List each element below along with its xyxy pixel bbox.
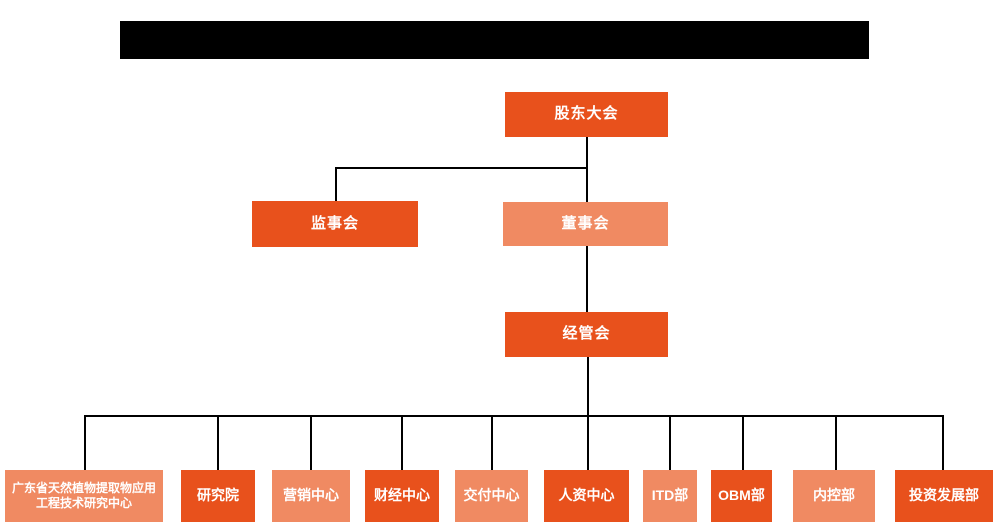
connector-drop-research-center (84, 415, 86, 470)
node-board-of-directors: 董事会 (503, 202, 668, 246)
dept-research-center: 广东省天然植物提取物应用工程技术研究中心 (5, 470, 163, 522)
connector-drop-itd (669, 415, 671, 470)
connector-drop-obm (742, 415, 744, 470)
connector-drop-marketing-center (310, 415, 312, 470)
connector-department-bus (84, 415, 944, 417)
dept-finance-center: 财经中心 (365, 470, 439, 522)
dept-research-institute: 研究院 (181, 470, 255, 522)
dept-itd: ITD部 (643, 470, 697, 522)
connector-drop-internal-control (835, 415, 837, 470)
connector-drop-investment-development (942, 415, 944, 470)
connector-board-management (586, 246, 588, 312)
node-supervisory-board: 监事会 (252, 201, 418, 247)
connector-drop-finance-center (401, 415, 403, 470)
dept-marketing-center: 营销中心 (272, 470, 350, 522)
connector-drop-research-institute (217, 415, 219, 470)
node-management-committee: 经管会 (505, 312, 668, 357)
connector-drop-supervisory (335, 167, 337, 201)
node-shareholders-meeting: 股东大会 (505, 92, 668, 137)
connector-branch-supervisory (335, 167, 588, 169)
dept-investment-development: 投资发展部 (895, 470, 993, 522)
dept-obm: OBM部 (711, 470, 772, 522)
connector-drop-delivery-center (491, 415, 493, 470)
connector-management-bus (587, 357, 589, 470)
dept-delivery-center: 交付中心 (455, 470, 528, 522)
redacted-title-bar (120, 21, 869, 59)
dept-hr-center: 人资中心 (544, 470, 629, 522)
connector-shareholders-board (586, 137, 588, 202)
dept-internal-control: 内控部 (793, 470, 875, 522)
